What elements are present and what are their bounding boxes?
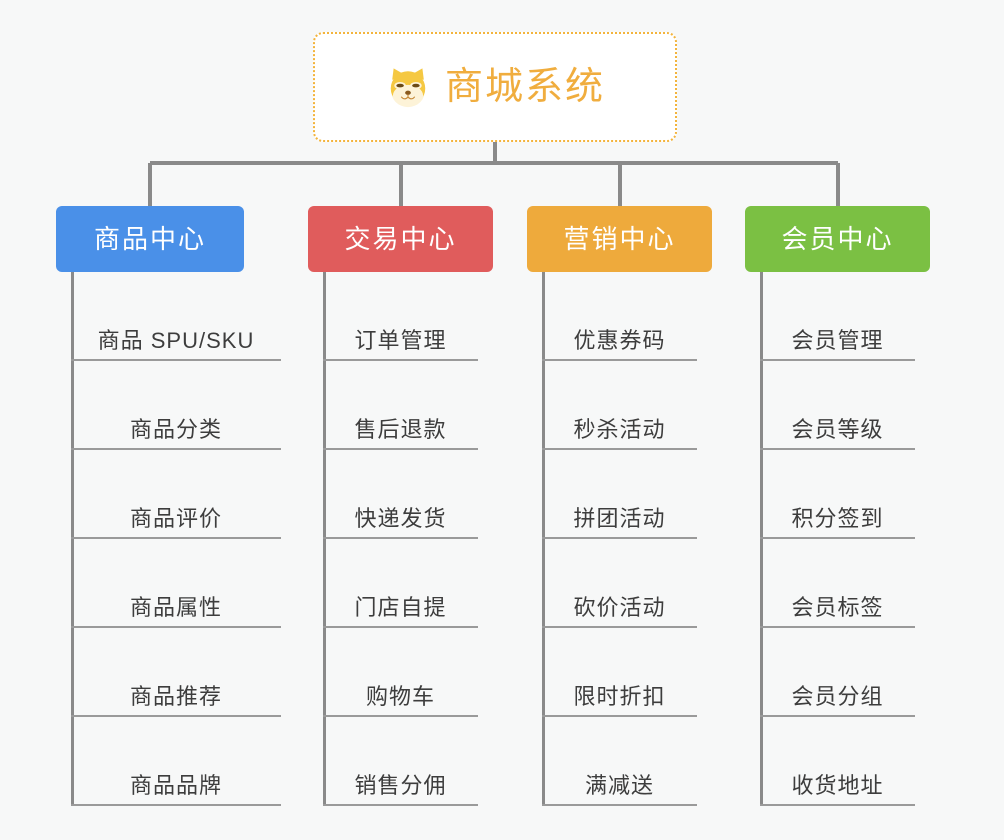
leaf-item[interactable]: 拼团活动	[542, 450, 697, 539]
column-trunk-line	[71, 272, 74, 806]
leaf-item[interactable]: 秒杀活动	[542, 361, 697, 450]
leaf-column-1: 商品 SPU/SKU 商品分类商品评价商品属性商品推荐商品品牌	[71, 272, 281, 806]
leaf-item-label: 会员管理	[791, 327, 884, 353]
leaf-item[interactable]: 限时折扣	[542, 628, 697, 717]
category-box-2[interactable]: 交易中心	[308, 206, 493, 272]
root-node-mall-system[interactable]: 商城系统	[313, 32, 677, 142]
leaf-item-label: 购物车	[365, 683, 435, 709]
leaf-item-label: 商品属性	[129, 594, 222, 620]
leaf-item[interactable]: 订单管理	[323, 272, 478, 361]
column-trunk-line	[760, 272, 763, 806]
leaf-item[interactable]: 会员分组	[760, 628, 915, 717]
leaf-item-label: 订单管理	[354, 327, 447, 353]
leaf-item-label: 优惠券码	[573, 327, 666, 353]
leaf-item[interactable]: 售后退款	[323, 361, 478, 450]
column-trunk-line	[323, 272, 326, 806]
leaf-item[interactable]: 满减送	[542, 717, 697, 806]
leaf-column-3: 优惠券码秒杀活动拼团活动砍价活动限时折扣满减送	[542, 272, 697, 806]
leaf-item[interactable]: 商品属性	[71, 539, 281, 628]
leaf-item-label: 会员分组	[791, 683, 884, 709]
leaf-item-label: 销售分佣	[354, 772, 447, 798]
leaf-item-label: 拼团活动	[573, 505, 666, 531]
leaf-item-label: 积分签到	[791, 505, 884, 531]
category-box-3[interactable]: 营销中心	[527, 206, 712, 272]
category-label: 交易中心	[344, 224, 457, 254]
leaf-item-label: 商品分类	[129, 416, 222, 442]
leaf-item[interactable]: 门店自提	[323, 539, 478, 628]
leaf-item[interactable]: 商品品牌	[71, 717, 281, 806]
leaf-item-label: 砍价活动	[573, 594, 666, 620]
leaf-item[interactable]: 商品分类	[71, 361, 281, 450]
leaf-item[interactable]: 商品 SPU/SKU	[71, 272, 281, 361]
leaf-item-label: 商品评价	[129, 505, 222, 531]
root-title: 商城系统	[444, 66, 605, 108]
category-box-4[interactable]: 会员中心	[745, 206, 930, 272]
leaf-item-label: 商品 SPU/SKU	[97, 327, 255, 353]
category-box-1[interactable]: 商品中心	[56, 206, 244, 272]
shiba-dog-face-icon	[390, 68, 426, 108]
leaf-item-label: 会员等级	[791, 416, 884, 442]
category-label: 商品中心	[93, 224, 206, 254]
leaf-item[interactable]: 会员管理	[760, 272, 915, 361]
leaf-item-label: 满减送	[584, 772, 654, 798]
category-label: 会员中心	[781, 224, 894, 254]
category-label: 营销中心	[563, 224, 676, 254]
leaf-item[interactable]: 销售分佣	[323, 717, 478, 806]
leaf-item[interactable]: 优惠券码	[542, 272, 697, 361]
leaf-item-label: 快递发货	[354, 505, 447, 531]
leaf-item[interactable]: 商品评价	[71, 450, 281, 539]
leaf-column-2: 订单管理售后退款快递发货门店自提购物车销售分佣	[323, 272, 478, 806]
leaf-item-label: 商品品牌	[129, 772, 222, 798]
leaf-item[interactable]: 收货地址	[760, 717, 915, 806]
leaf-column-4: 会员管理会员等级积分签到会员标签会员分组收货地址	[760, 272, 915, 806]
leaf-item[interactable]: 会员等级	[760, 361, 915, 450]
leaf-item[interactable]: 商品推荐	[71, 628, 281, 717]
leaf-item[interactable]: 砍价活动	[542, 539, 697, 628]
leaf-item-label: 会员标签	[791, 594, 884, 620]
leaf-item[interactable]: 积分签到	[760, 450, 915, 539]
leaf-item[interactable]: 快递发货	[323, 450, 478, 539]
leaf-item-label: 售后退款	[354, 416, 447, 442]
leaf-item[interactable]: 购物车	[323, 628, 478, 717]
leaf-item-label: 门店自提	[354, 594, 447, 620]
leaf-item-label: 商品推荐	[129, 683, 222, 709]
column-trunk-line	[542, 272, 545, 806]
leaf-item-label: 收货地址	[791, 772, 884, 798]
leaf-item[interactable]: 会员标签	[760, 539, 915, 628]
leaf-item-label: 限时折扣	[573, 683, 666, 709]
leaf-item-label: 秒杀活动	[573, 416, 666, 442]
